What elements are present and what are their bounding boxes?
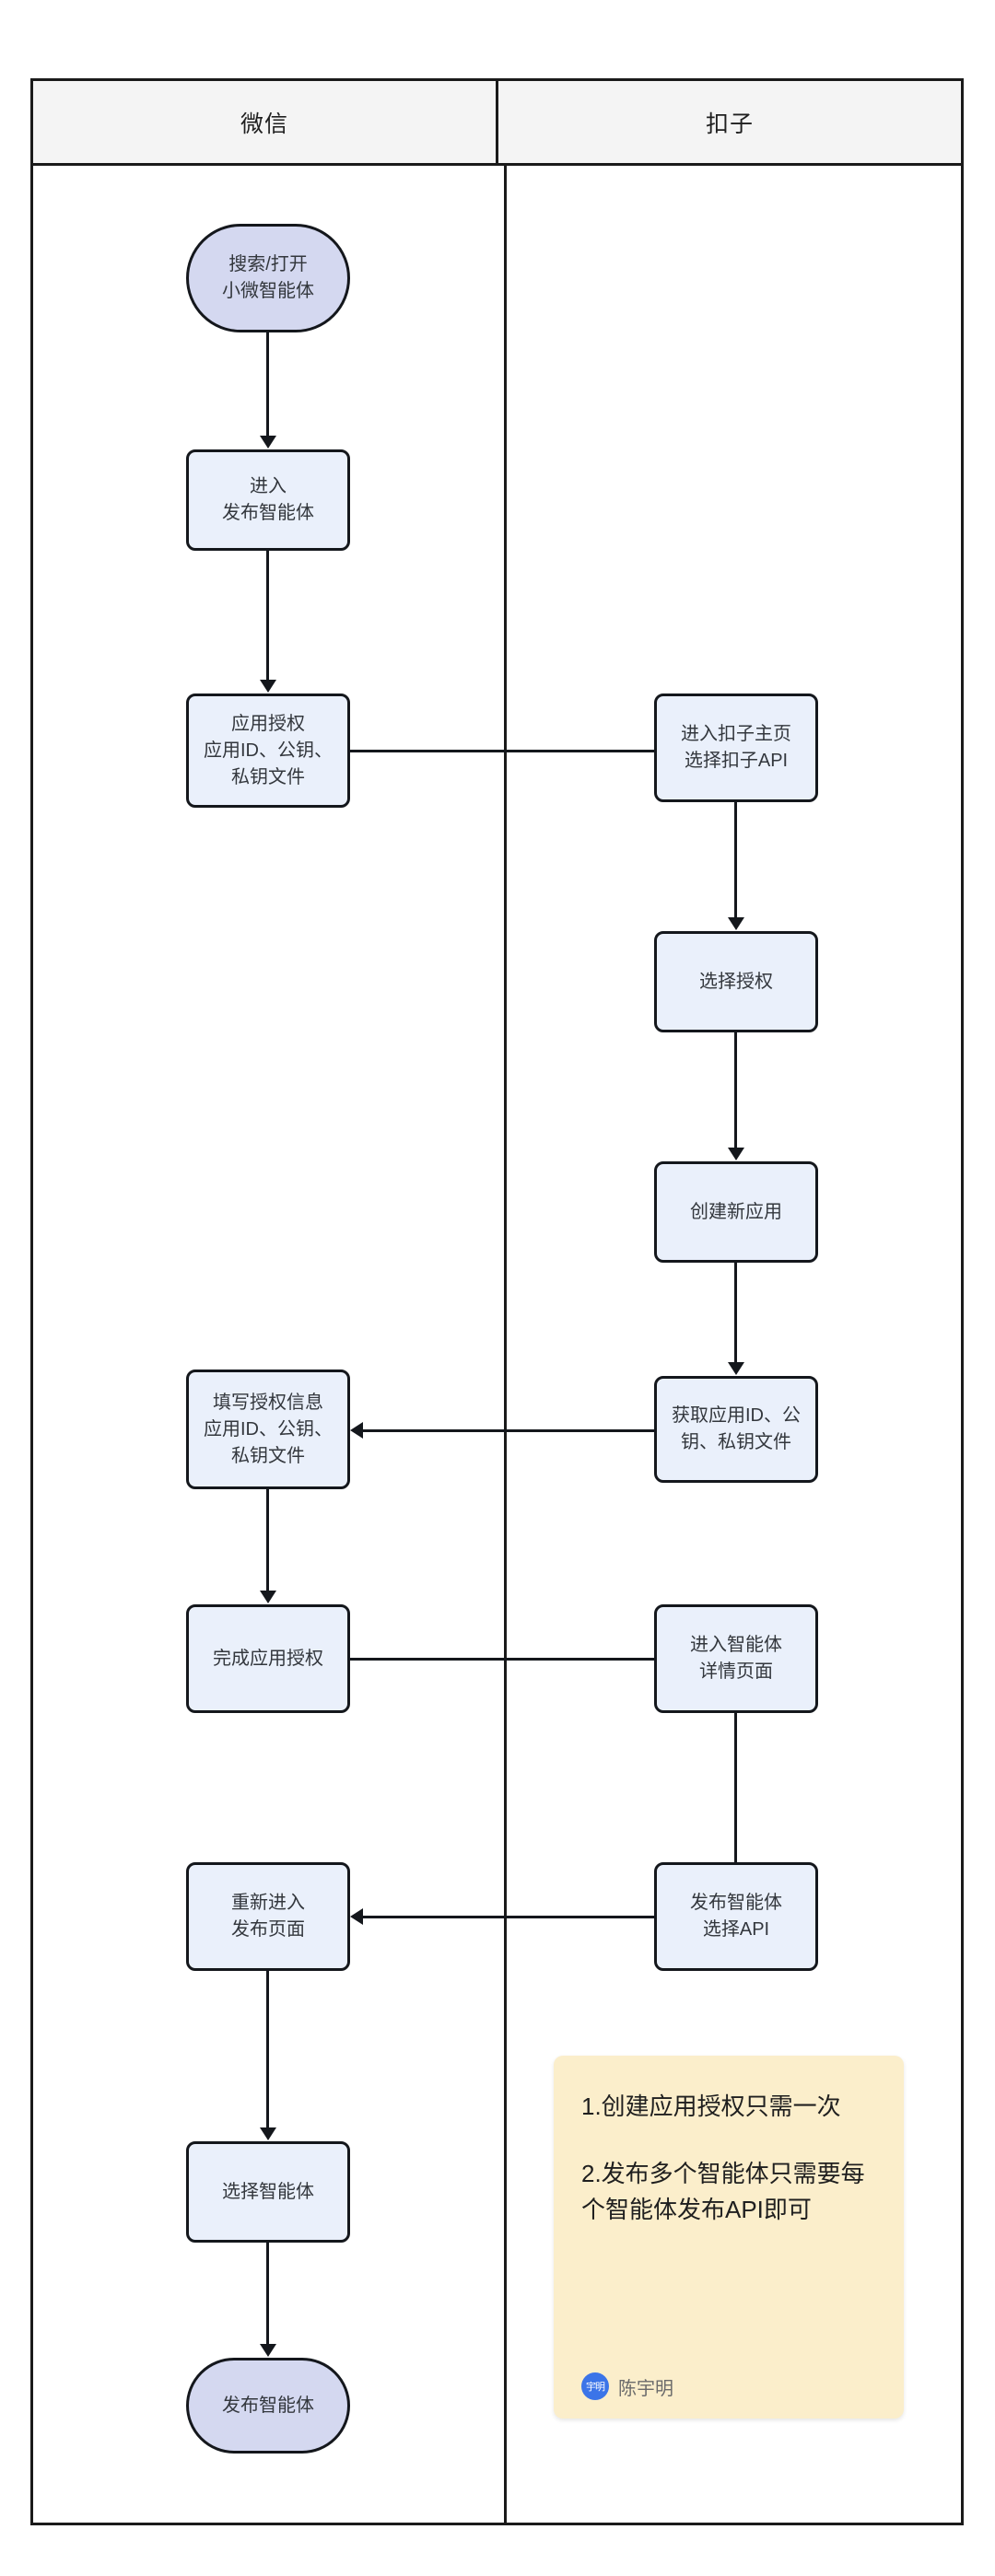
node-enter-agent-detail[interactable]: 进入智能体 详情页面 (654, 1604, 818, 1713)
edge-n5-n6 (734, 1032, 737, 1148)
node-reenter-publish-page[interactable]: 重新进入 发布页面 (186, 1862, 350, 1971)
node-publish-agent-end[interactable]: 发布智能体 (186, 2358, 350, 2454)
node-publish-agent-select-api[interactable]: 发布智能体 选择API (654, 1862, 818, 1971)
edge-n11-n12 (363, 1916, 654, 1918)
node-fill-auth-info[interactable]: 填写授权信息 应用ID、公钥、 私钥文件 (186, 1370, 350, 1489)
node-app-authorization[interactable]: 应用授权 应用ID、公钥、 私钥文件 (186, 694, 350, 808)
swimlane-header-row: 微信 扣子 (30, 78, 964, 166)
edge-n9-n10 (350, 1658, 654, 1661)
edge-n13-n14 (266, 2243, 269, 2344)
arrow-n8-n9 (260, 1591, 276, 1603)
note-line-1: 1.创建应用授权只需一次 (581, 2092, 841, 2120)
arrow-n7-n8 (350, 1422, 363, 1439)
sticky-note[interactable]: 1.创建应用授权只需一次 2.发布多个智能体只需要每个智能体发布API即可 宇明… (554, 2056, 904, 2419)
edge-n10-n11 (734, 1713, 737, 1862)
lane-header-coze: 扣子 (705, 111, 754, 137)
edge-n1-n2 (266, 332, 269, 436)
edge-n3-n4 (350, 750, 654, 752)
arrow-n6-n7 (728, 1362, 744, 1375)
author-name: 陈宇明 (618, 2378, 673, 2399)
note-author: 宇明 陈宇明 (581, 2372, 876, 2400)
lane-divider (504, 166, 507, 2525)
edge-n8-n9 (266, 1489, 269, 1591)
arrow-n13-n14 (260, 2344, 276, 2357)
arrow-n5-n6 (728, 1148, 744, 1160)
node-select-agent[interactable]: 选择智能体 (186, 2141, 350, 2243)
arrow-n12-n13 (260, 2127, 276, 2140)
note-line-2: 2.发布多个智能体只需要每个智能体发布API即可 (581, 2160, 865, 2223)
edge-n6-n7 (734, 1263, 737, 1362)
lane-header-wechat: 微信 (33, 81, 498, 163)
edge-n2-n3 (266, 551, 269, 680)
arrow-n4-n5 (728, 917, 744, 930)
node-select-authorization[interactable]: 选择授权 (654, 931, 818, 1032)
avatar: 宇明 (581, 2372, 609, 2400)
node-search-open-agent[interactable]: 搜索/打开 小微智能体 (186, 224, 350, 332)
edge-n7-n8 (363, 1429, 654, 1432)
node-enter-publish-agent[interactable]: 进入 发布智能体 (186, 449, 350, 551)
node-create-new-app[interactable]: 创建新应用 (654, 1161, 818, 1263)
note-spacer (581, 2125, 876, 2156)
edge-n12-n13 (266, 1971, 269, 2127)
edge-n4-n5 (734, 802, 737, 917)
node-get-app-credentials[interactable]: 获取应用ID、公 钥、私钥文件 (654, 1376, 818, 1483)
node-complete-app-auth[interactable]: 完成应用授权 (186, 1604, 350, 1713)
node-enter-coze-home[interactable]: 进入扣子主页 选择扣子API (654, 694, 818, 802)
arrow-n2-n3 (260, 680, 276, 693)
arrow-n1-n2 (260, 436, 276, 449)
arrow-n11-n12 (350, 1908, 363, 1925)
